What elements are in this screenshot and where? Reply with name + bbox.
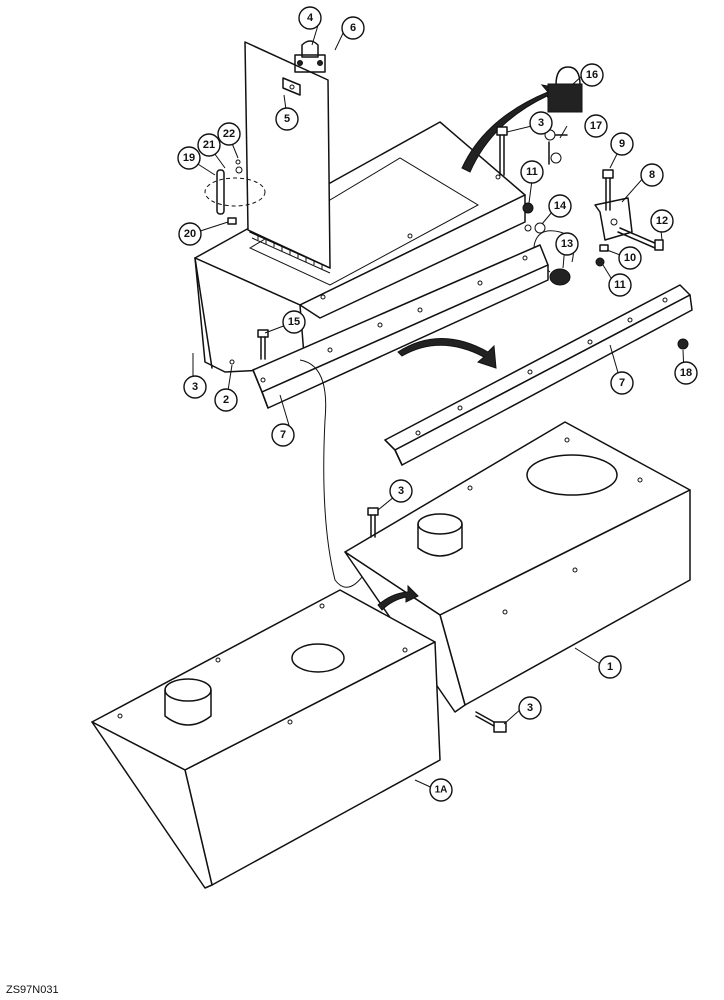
callout-22: 22 — [217, 122, 241, 146]
callout-16: 16 — [580, 63, 604, 87]
callout-1: 1 — [598, 655, 622, 679]
callout-7: 7 — [271, 423, 295, 447]
callout-11: 11 — [520, 160, 544, 184]
callout-label: 1A — [435, 785, 448, 796]
bolt-part — [496, 126, 508, 176]
callout-5: 5 — [275, 107, 299, 131]
callout-7: 7 — [610, 371, 634, 395]
callout-20: 20 — [178, 222, 202, 246]
hasp-part — [204, 159, 266, 225]
callout-label: 21 — [203, 139, 215, 151]
callout-label: 7 — [619, 377, 625, 389]
callout-4: 4 — [298, 6, 322, 30]
padlock-icon — [547, 66, 583, 113]
callout-3: 3 — [389, 479, 413, 503]
callout-label: 12 — [656, 215, 668, 227]
callout-label: 16 — [586, 69, 598, 81]
toolbox-body — [194, 121, 526, 373]
callout-label: 3 — [538, 117, 544, 129]
key-icon — [544, 129, 568, 165]
callout-21: 21 — [197, 133, 221, 157]
callout-label: 3 — [527, 702, 533, 714]
figure-id: ZS97N031 — [6, 984, 59, 996]
callout-9: 9 — [610, 132, 634, 156]
support-rail-left — [252, 244, 549, 409]
nut-part — [522, 202, 534, 214]
callout-label: 7 — [280, 429, 286, 441]
callout-label: 8 — [649, 169, 655, 181]
callout-10: 10 — [618, 246, 642, 270]
callout-13: 13 — [555, 232, 579, 256]
callout-label: 9 — [619, 138, 625, 150]
mount-bracket — [594, 169, 664, 267]
callout-label: 18 — [680, 367, 692, 379]
callout-label: 6 — [350, 22, 356, 34]
toolbox-lid — [244, 41, 331, 274]
callout-label: 11 — [526, 166, 538, 178]
callout-label: 13 — [561, 238, 573, 250]
wire-loop — [299, 359, 373, 588]
callout-label: 2 — [223, 394, 229, 406]
callout-label: 15 — [288, 316, 300, 328]
callout-18: 18 — [674, 361, 698, 385]
callout-8: 8 — [640, 163, 664, 187]
callout-6: 6 — [341, 16, 365, 40]
callout-1a: 1A — [429, 778, 453, 802]
support-rail-right — [384, 284, 693, 466]
callout-label: 11 — [614, 279, 626, 291]
callout-label: 3 — [192, 381, 198, 393]
callout-label: 19 — [183, 152, 195, 164]
direction-arrow — [377, 584, 419, 611]
callout-label: 1 — [607, 661, 613, 673]
callout-label: 17 — [590, 120, 602, 132]
tank-cover-left — [91, 589, 441, 889]
callout-17: 17 — [584, 114, 608, 138]
callout-label: 4 — [307, 12, 314, 24]
callout-3: 3 — [518, 696, 542, 720]
callout-3: 3 — [183, 375, 207, 399]
callout-11: 11 — [608, 273, 632, 297]
callout-label: 5 — [284, 113, 290, 125]
callout-19: 19 — [177, 146, 201, 170]
callout-2: 2 — [214, 388, 238, 412]
callout-label: 22 — [223, 128, 235, 140]
callout-3: 3 — [529, 111, 553, 135]
callout-label: 14 — [554, 200, 567, 212]
callout-label: 3 — [398, 485, 404, 497]
callout-12: 12 — [650, 209, 674, 233]
direction-arrow — [397, 338, 497, 369]
callout-label: 10 — [624, 252, 636, 264]
callout-15: 15 — [282, 310, 306, 334]
callout-label: 20 — [184, 228, 196, 240]
callout-14: 14 — [548, 194, 572, 218]
washer-part — [534, 222, 546, 234]
